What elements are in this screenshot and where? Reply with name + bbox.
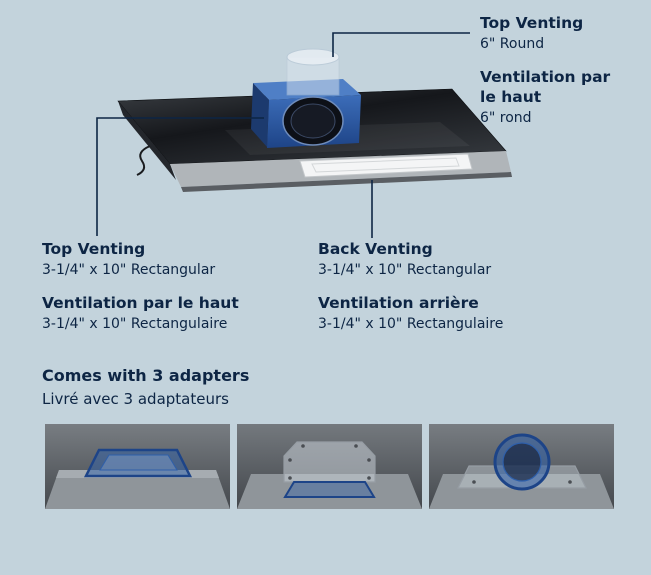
callout-lines xyxy=(96,32,470,238)
round-top-vent-adapter-image xyxy=(429,424,614,509)
rectangular-back-vent-adapter-image xyxy=(237,424,422,509)
blue-rect-outline xyxy=(283,481,376,498)
callout-line-top-round xyxy=(332,32,470,57)
callout-spec-en: 6" Round xyxy=(480,36,545,53)
callout-title-fr: Ventilation par le haut xyxy=(480,68,611,107)
callout-back-rect-label: Back Venting 3-1/4" x 10" Rectangular Ve… xyxy=(318,239,583,334)
callout-title-fr: Ventilation par le haut xyxy=(42,294,239,313)
callout-line-top-rect xyxy=(96,117,264,236)
power-cord xyxy=(136,145,151,176)
callout-spec-fr: 3-1/4" x 10" Rectangulaire xyxy=(318,316,504,333)
callout-title-en: Top Venting xyxy=(42,240,146,258)
callout-spec-fr: 6" rond xyxy=(480,110,532,127)
adapters-heading-fr: Livré avec 3 adaptateurs xyxy=(42,389,229,408)
callout-title-en: Back Venting xyxy=(318,240,433,258)
callout-spec-en: 3-1/4" x 10" Rectangular xyxy=(42,262,216,279)
callout-title-en: Top Venting xyxy=(480,14,584,32)
filter-panel xyxy=(299,153,473,178)
adapters-heading: Comes with 3 adapters Livré avec 3 adapt… xyxy=(42,366,362,409)
adapter-thumbnails-row xyxy=(45,424,614,509)
adapter-plate xyxy=(283,441,376,483)
rectangular-top-vent-adapter-image xyxy=(45,424,230,509)
round-duct-ghost xyxy=(286,48,340,96)
adapters-heading-en: Comes with 3 adapters xyxy=(42,366,250,385)
callout-title-fr: Ventilation arrière xyxy=(318,294,479,313)
callout-spec-fr: 3-1/4" x 10" Rectangulaire xyxy=(42,316,228,333)
callout-top-rect-label: Top Venting 3-1/4" x 10" Rectangular Ven… xyxy=(42,239,297,334)
callout-top-round-label: Top Venting 6" Round Ventilation par le … xyxy=(480,13,630,128)
callout-spec-en: 3-1/4" x 10" Rectangular xyxy=(318,262,492,279)
